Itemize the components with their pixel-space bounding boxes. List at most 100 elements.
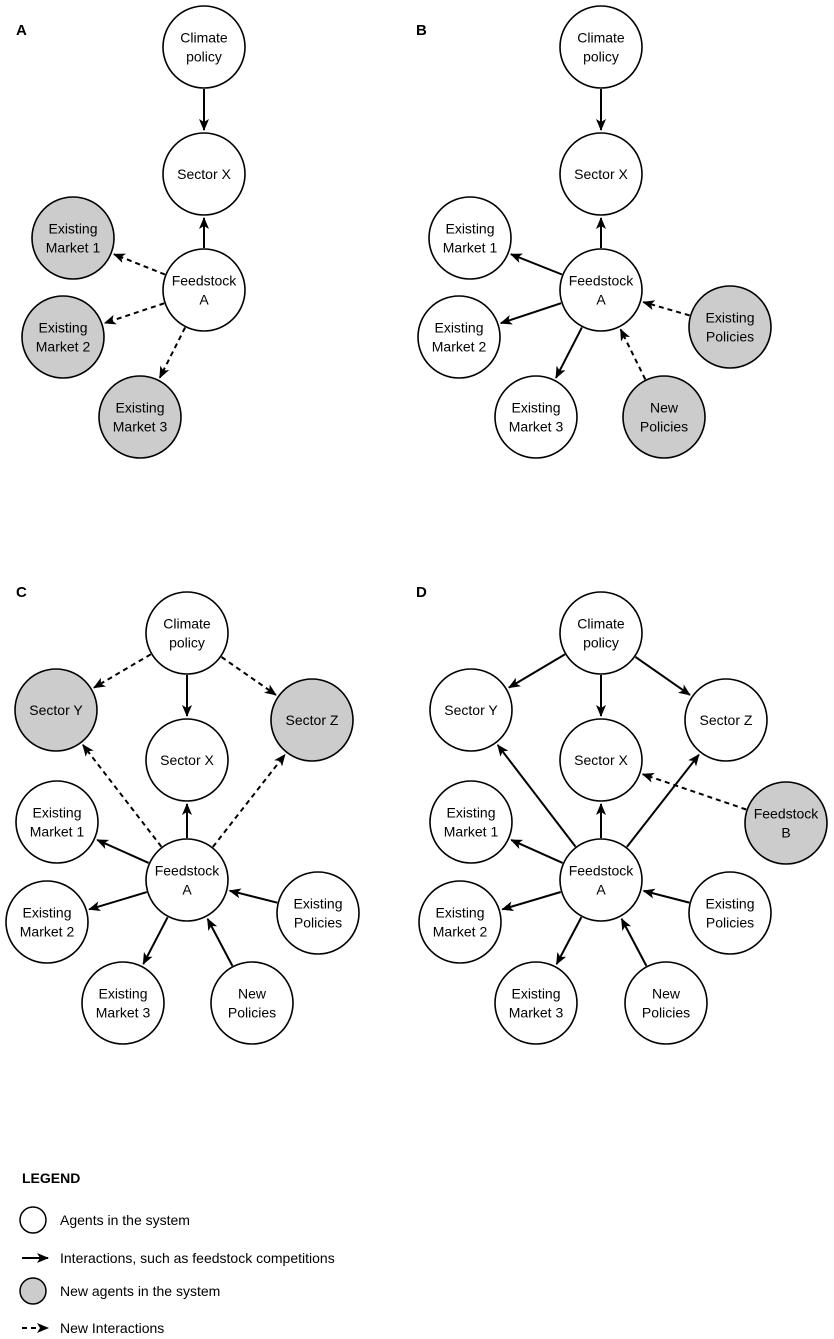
node-sy: Sector Y xyxy=(429,668,513,752)
node-circle xyxy=(417,295,501,379)
node-label: Existing xyxy=(435,905,484,921)
legend-agent-circle xyxy=(19,1206,47,1234)
node-label: Policies xyxy=(294,915,342,931)
node-circle xyxy=(210,961,294,1045)
node-label: Feedstock xyxy=(172,273,238,289)
node-label: Sector X xyxy=(574,166,628,182)
node-circle xyxy=(270,678,354,762)
node-label: Sector Y xyxy=(444,702,498,718)
node-label: policy xyxy=(169,635,205,651)
node-circle xyxy=(276,871,360,955)
node-label: Existing xyxy=(511,400,560,416)
node-circle xyxy=(15,780,99,864)
node-circle xyxy=(744,781,828,865)
node-circle xyxy=(81,961,165,1045)
node-circle xyxy=(429,668,513,752)
node-label: Existing xyxy=(48,221,97,237)
node-label: New xyxy=(238,986,267,1002)
edge-fa-to-em3 xyxy=(555,916,583,965)
node-label: Sector X xyxy=(177,166,231,182)
node-label: Existing xyxy=(705,310,754,326)
node-label: Market 3 xyxy=(113,419,168,435)
legend: LEGEND Agents in the system Interactions… xyxy=(19,1170,335,1336)
node-label: Existing xyxy=(22,905,71,921)
node-sz-new: Sector Z xyxy=(270,678,354,762)
node-label: Market 2 xyxy=(432,339,487,355)
node-label: New xyxy=(650,400,679,416)
node-label: Existing xyxy=(293,896,342,912)
node-label: Market 2 xyxy=(20,924,75,940)
node-circle xyxy=(5,880,89,964)
edge-ep-to-fa xyxy=(228,888,278,904)
node-circle xyxy=(494,375,578,459)
legend-agent-text: Agents in the system xyxy=(60,1212,190,1228)
node-label: Climate xyxy=(180,30,228,46)
node-circle xyxy=(559,248,643,332)
node-label: Market 1 xyxy=(444,824,499,840)
node-label: Feedstock xyxy=(569,273,635,289)
legend-new-agent-circle xyxy=(19,1277,47,1305)
node-label: Policies xyxy=(640,419,688,435)
node-label: A xyxy=(596,882,606,898)
edge-fb-to-sx-new xyxy=(641,773,747,811)
node-circle xyxy=(428,196,512,280)
edge-fa-to-em3 xyxy=(555,326,583,379)
node-label: Climate xyxy=(577,30,625,46)
node-label: Market 2 xyxy=(433,924,488,940)
legend-dashed-arrow-text: New Interactions xyxy=(60,1320,164,1336)
node-label: A xyxy=(182,882,192,898)
node-label: Policies xyxy=(642,1005,690,1021)
node-label: Policies xyxy=(706,329,754,345)
edge-fa-to-em1-new xyxy=(112,253,166,276)
node-label: policy xyxy=(186,49,222,65)
panel-label: C xyxy=(16,584,27,601)
node-circle xyxy=(14,668,98,752)
panel-label: A xyxy=(16,22,27,39)
edge-fa-to-em3 xyxy=(142,916,169,965)
node-label: Policies xyxy=(228,1005,276,1021)
node-label: Policies xyxy=(706,915,754,931)
node-circle xyxy=(31,196,115,280)
node-label: Existing xyxy=(434,320,483,336)
node-label: Market 1 xyxy=(30,824,85,840)
node-circle xyxy=(162,248,246,332)
edge-fa-to-em3-new xyxy=(158,327,186,379)
node-circle xyxy=(559,132,643,216)
node-sy-new: Sector Y xyxy=(14,668,98,752)
node-label: Sector Y xyxy=(29,702,83,718)
node-label: Market 3 xyxy=(96,1005,151,1021)
edge-fa-to-sy xyxy=(496,744,577,848)
edge-fa-to-em1 xyxy=(509,253,563,276)
node-circle xyxy=(145,591,229,675)
edge-fa-to-em2-new xyxy=(103,302,165,325)
node-label: Market 1 xyxy=(46,240,101,256)
node-label: Market 1 xyxy=(443,240,498,256)
node-circle xyxy=(21,295,105,379)
node-label: Existing xyxy=(32,805,81,821)
node-circle xyxy=(688,871,772,955)
panel-label: D xyxy=(416,584,427,601)
edge-fa-to-sz-new xyxy=(212,753,286,848)
node-label: Market 3 xyxy=(509,1005,564,1021)
node-label: Feedstock xyxy=(754,806,820,822)
node-label: Market 3 xyxy=(509,419,564,435)
